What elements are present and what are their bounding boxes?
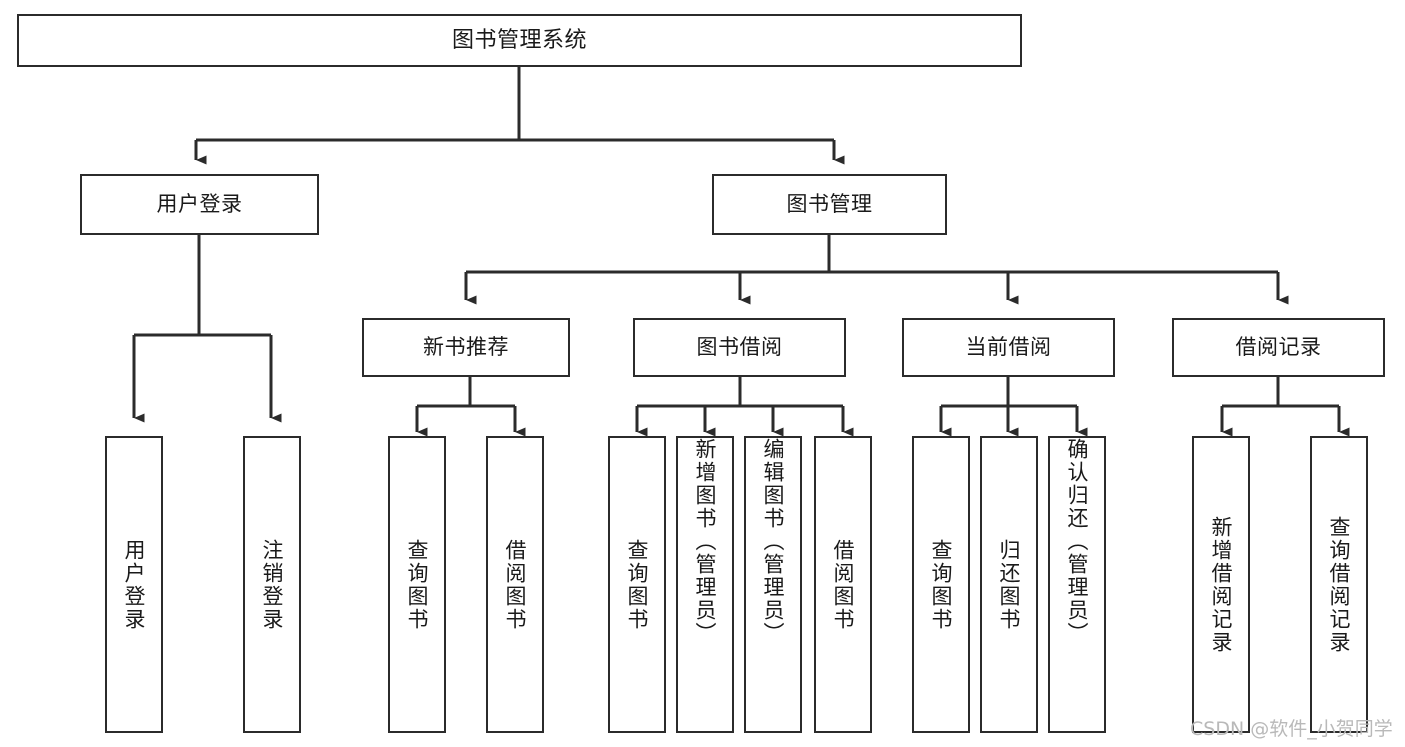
node-book-management[interactable]: 图书管理 — [712, 174, 947, 235]
leaf-current-return-books[interactable]: 归还图书 — [980, 436, 1038, 733]
node-label: 借阅图书 — [503, 538, 528, 631]
leaf-borrow-borrow-books[interactable]: 借阅图书 — [814, 436, 872, 733]
node-label: 当前借阅 — [965, 335, 1052, 360]
leaf-borrow-edit-book-admin[interactable]: 编辑图书（管理员） — [744, 436, 802, 733]
node-label: 查询图书 — [405, 538, 430, 631]
node-label: 查询借阅记录 — [1327, 515, 1352, 654]
node-label: 确认归还（管理员） — [1065, 438, 1090, 645]
leaf-record-query-borrow-record[interactable]: 查询借阅记录 — [1310, 436, 1368, 733]
node-label: 查询图书 — [929, 538, 954, 631]
leaf-current-query-books[interactable]: 查询图书 — [912, 436, 970, 733]
node-new-book-recommendation[interactable]: 新书推荐 — [362, 318, 570, 377]
node-label: 图书管理 — [786, 192, 873, 217]
node-label: 图书管理系统 — [451, 27, 587, 53]
leaf-current-confirm-return-admin[interactable]: 确认归还（管理员） — [1048, 436, 1106, 733]
node-label: 查询图书 — [625, 538, 650, 631]
node-label: 用户登录 — [156, 192, 243, 217]
node-label: 新增借阅记录 — [1209, 515, 1234, 654]
node-user-login[interactable]: 用户登录 — [80, 174, 319, 235]
node-label: 新书推荐 — [423, 335, 509, 360]
leaf-new-book-query-books[interactable]: 查询图书 — [388, 436, 446, 733]
node-label: 编辑图书（管理员） — [761, 438, 786, 645]
watermark-credit: CSDN @软件_小贺同学 — [1190, 718, 1393, 740]
node-label: 注销登录 — [260, 538, 285, 631]
node-label: 用户登录 — [122, 538, 147, 631]
node-label: 归还图书 — [997, 538, 1022, 631]
node-borrowing-records[interactable]: 借阅记录 — [1172, 318, 1385, 377]
leaf-user-login-login[interactable]: 用户登录 — [105, 436, 163, 733]
node-root-book-management-system[interactable]: 图书管理系统 — [17, 14, 1022, 67]
leaf-record-add-borrow-record[interactable]: 新增借阅记录 — [1192, 436, 1250, 733]
node-book-borrowing[interactable]: 图书借阅 — [633, 318, 846, 377]
leaf-user-login-logout[interactable]: 注销登录 — [243, 436, 301, 733]
node-current-borrowing[interactable]: 当前借阅 — [902, 318, 1115, 377]
leaf-new-book-borrow-books[interactable]: 借阅图书 — [486, 436, 544, 733]
node-label: 图书借阅 — [696, 335, 783, 360]
node-label: 借阅图书 — [831, 538, 856, 631]
leaf-borrow-query-books[interactable]: 查询图书 — [608, 436, 666, 733]
node-label: 借阅记录 — [1235, 335, 1322, 360]
leaf-borrow-add-book-admin[interactable]: 新增图书（管理员） — [676, 436, 734, 733]
node-label: 新增图书（管理员） — [693, 438, 718, 645]
